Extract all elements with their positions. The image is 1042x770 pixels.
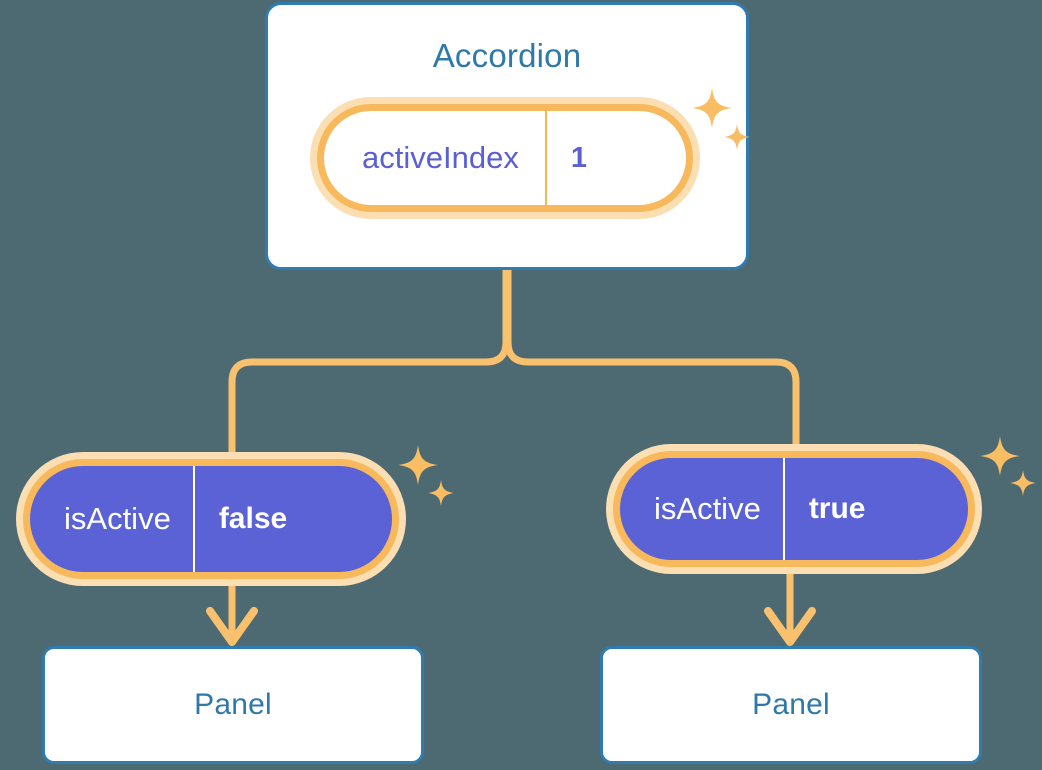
connector-to-left-child	[228, 266, 510, 456]
state-value-is-active-right: true	[782, 458, 900, 560]
state-key-is-active-right: isActive	[654, 491, 761, 526]
state-key-is-active-left: isActive	[64, 501, 171, 536]
accordion-title: Accordion	[432, 37, 582, 74]
arrow-down-icon-left	[206, 607, 258, 646]
pill-body: activeIndex 1	[324, 111, 686, 205]
state-pill-is-active-false[interactable]: isActive false	[16, 452, 406, 586]
state-key-active-index: activeIndex	[362, 140, 519, 175]
pill-ring: isActive false	[23, 459, 399, 579]
panel-card-left[interactable]: Panel	[42, 646, 424, 764]
sparkle-large-icon	[980, 436, 1020, 476]
panel-card-right[interactable]: Panel	[600, 646, 982, 764]
sparkle-large-icon	[398, 445, 438, 485]
panel-title-right: Panel	[752, 688, 830, 721]
panel-title-left: Panel	[194, 688, 272, 721]
state-value-active-index: 1	[544, 111, 629, 205]
arrow-down-icon-right	[764, 607, 816, 646]
pill-ring: activeIndex 1	[317, 104, 693, 212]
state-pill-is-active-true[interactable]: isActive true	[606, 444, 982, 574]
pill-body: isActive true	[620, 458, 968, 560]
sparkles-icon-left	[398, 445, 454, 506]
state-value-is-active-left: false	[192, 466, 321, 572]
sparkle-small-icon	[1010, 470, 1036, 496]
sparkle-small-icon	[428, 480, 454, 506]
pill-body: isActive false	[30, 466, 392, 572]
connector-to-right-child	[504, 266, 800, 448]
sparkles-icon-right	[980, 436, 1036, 496]
pill-ring: isActive true	[613, 451, 975, 567]
state-pill-active-index[interactable]: activeIndex 1	[310, 97, 700, 219]
